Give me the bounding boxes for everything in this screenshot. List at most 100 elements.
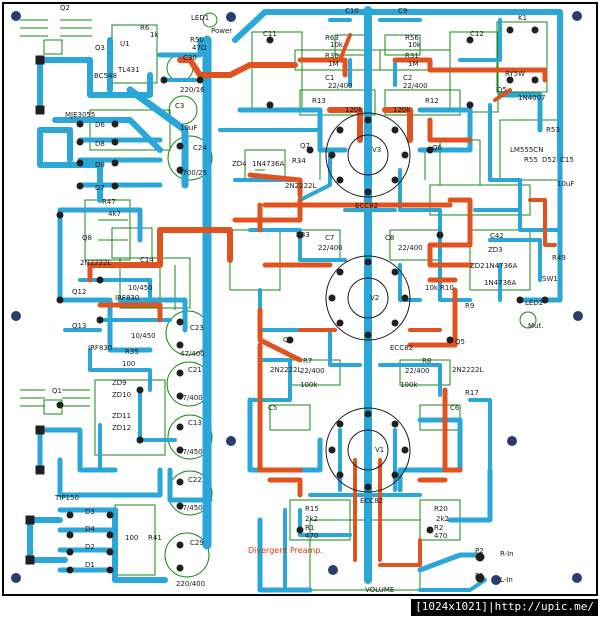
component-label-d7: D7: [95, 184, 105, 192]
component-label-r50: R50: [190, 36, 204, 44]
component-label-r7: R7: [303, 357, 312, 365]
component-label-r30: R30: [325, 52, 339, 60]
component-label-c24: C24: [193, 144, 207, 152]
component-label-c15: C15: [560, 156, 574, 164]
component-label-rl: RY5W: [505, 70, 525, 78]
component-label-c8v: 22/400: [398, 244, 423, 252]
component-label-r20v: 2k2: [436, 515, 449, 523]
component-label-r17: R17: [465, 389, 479, 397]
component-label-zd11: ZD11: [112, 412, 131, 420]
component-label-p2: P2: [475, 547, 484, 555]
component-label-c3: C3: [175, 102, 184, 110]
component-label-c13: C13: [188, 419, 202, 427]
component-label-d1: D1: [85, 561, 95, 569]
component-label-sw: SW1: [542, 275, 558, 283]
component-label-r35: R35: [125, 348, 139, 356]
component-label-q3: Q3: [95, 44, 105, 52]
component-label-r8: R8: [422, 357, 431, 365]
component-label-zd9: ZD9: [112, 379, 127, 387]
component-label-c15b: 10/450: [131, 332, 156, 340]
component-label-r1: R1: [305, 524, 314, 532]
component-label-mje: MJE3055: [65, 111, 95, 119]
component-label-r20: R20: [434, 505, 448, 513]
component-label-ecc82b: ECC82: [390, 344, 413, 352]
component-label-q13: Q13: [72, 322, 86, 330]
component-label-c22v: 47/450: [178, 504, 203, 512]
component-label-r49: R49: [552, 254, 566, 262]
component-label-c2: C2: [403, 74, 412, 82]
component-label-d9: D9: [95, 161, 105, 169]
component-label-q8: Q8: [82, 234, 92, 242]
component-label-q6: Q6: [432, 144, 443, 152]
component-label-c14v: 10/450: [128, 284, 153, 292]
component-label-r31v: 1M: [408, 60, 419, 68]
component-label-r34: R34: [292, 157, 306, 165]
component-label-rin: R-In: [500, 550, 514, 558]
component-label-r8v: 100k: [400, 381, 418, 389]
component-label-bc548: BC548: [94, 72, 117, 80]
mounting-hole: [11, 573, 21, 583]
component-label-c15v: 10uF: [557, 180, 574, 188]
component-label-r41v: 100: [125, 534, 138, 542]
component-label-zd12: ZD12: [112, 424, 131, 432]
component-label-q12v: IRF830: [115, 294, 139, 302]
component-label-r31: R31: [405, 52, 419, 60]
component-label-c5: C5: [268, 404, 277, 412]
component-label-c7v: 22/400: [318, 244, 343, 252]
component-label-r6v: 1k: [150, 31, 159, 39]
component-label-zd3v: 1N4736A: [484, 279, 517, 287]
component-label-r10v: 10k: [425, 284, 439, 292]
component-label-q4: Q4: [283, 336, 294, 344]
component-label-c23: C23: [190, 324, 204, 332]
component-label-d8: D8: [95, 140, 105, 148]
component-label-r15v: 2k2: [305, 515, 318, 523]
component-label-tl431: TL431: [117, 66, 140, 74]
image-watermark: [1024x1021]|http://upic.me/: [411, 599, 598, 616]
component-label-q13v: IRF830: [88, 344, 112, 352]
component-label-r12v: 120k: [393, 106, 411, 114]
component-label-r12: R12: [425, 97, 439, 105]
component-label-r1v: 470: [305, 532, 318, 540]
mounting-hole: [11, 11, 21, 21]
component-label-q7v: 2N2222L: [285, 182, 317, 190]
component-label-c9: C9: [398, 7, 407, 15]
component-label-ecc82a: ECC82: [355, 202, 378, 210]
mounting-hole: [573, 311, 583, 321]
component-label-c6: C6: [450, 404, 460, 412]
component-label-c23v: 47/400: [180, 350, 205, 358]
component-label-c42: C42: [490, 232, 504, 240]
component-label-r56v: 10k: [408, 41, 422, 49]
component-label-r47v: 4k7: [108, 210, 121, 218]
component-label-q5: Q5: [455, 338, 465, 346]
component-label-r33: R33: [296, 231, 310, 239]
component-label-zd4: ZD4: [232, 160, 247, 168]
component-label-q5v: 2N2222L: [452, 366, 484, 374]
component-label-power: Power: [211, 27, 232, 35]
component-label-d5: D5: [497, 86, 507, 94]
component-label-c1v: 22/400: [328, 82, 353, 90]
component-label-c2v: 22/400: [403, 82, 428, 90]
component-label-r63v: 10k: [330, 41, 344, 49]
mounting-hole: [572, 11, 582, 21]
component-label-c8: C8: [385, 234, 394, 242]
component-label-r13v: 120k: [345, 106, 363, 114]
component-label-vol: VOLUME: [365, 586, 394, 594]
component-label-mut: Mut.: [528, 322, 543, 330]
component-label-q12: Q12: [72, 288, 86, 296]
component-label-tip: TIP150: [54, 494, 79, 502]
component-label-c30v: 220/16: [180, 86, 205, 94]
component-label-c6v: 22/400: [405, 367, 430, 375]
component-label-q1: Q1: [52, 387, 62, 395]
component-label-r35v: 100: [122, 360, 135, 368]
component-label-q8v: 2N2222L: [80, 259, 112, 267]
component-label-q2: Q2: [60, 4, 70, 12]
component-label-c7: C7: [325, 234, 334, 242]
component-label-r30v: 1M: [328, 60, 339, 68]
component-label-c24v: 4700/25: [178, 169, 207, 177]
component-label-r41: R41: [148, 534, 162, 542]
component-label-r10: R10: [440, 284, 454, 292]
component-label-v2: V2: [370, 294, 379, 302]
component-label-r15: R15: [305, 505, 319, 513]
